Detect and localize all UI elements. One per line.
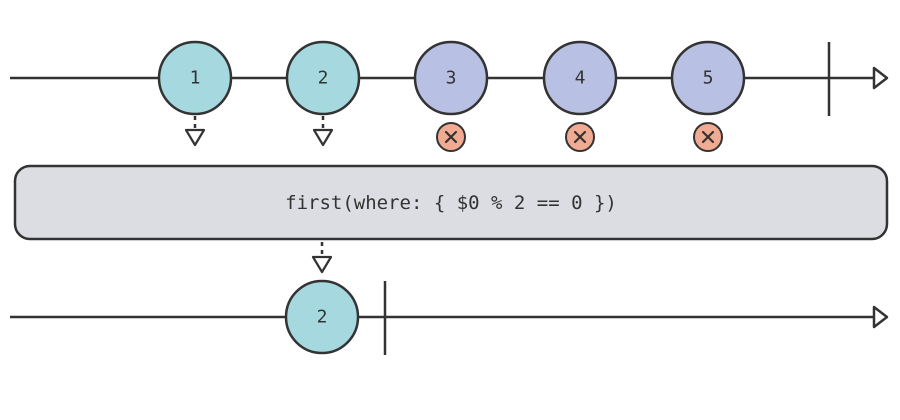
output-arrow-icon <box>311 255 333 274</box>
close-icon-stroke-4-2 <box>573 130 587 144</box>
input-marble-label-1: 1 <box>190 68 201 89</box>
forward-arrow-icon-1 <box>184 128 206 147</box>
forward-arrow-icon-2 <box>312 128 334 147</box>
input-marble-label-2: 2 <box>318 68 329 89</box>
input-marble-4 <box>542 40 618 116</box>
output-marble-circle <box>284 279 360 355</box>
operator-box-rect <box>13 164 889 241</box>
input-marble-1 <box>157 40 233 116</box>
output-timeline-arrowhead <box>872 305 889 329</box>
close-icon-stroke-3-2 <box>444 130 458 144</box>
input-timeline-arrowhead <box>872 66 889 90</box>
input-marble-label-4: 4 <box>575 68 586 89</box>
operator-label: first(where: { $0 % 2 == 0 }) <box>285 192 617 214</box>
output-marble-label: 2 <box>317 307 328 328</box>
output-marble: 2 <box>284 279 360 355</box>
input-marble-5 <box>670 40 746 116</box>
input-marble-label-5: 5 <box>703 68 714 89</box>
input-marbles: 1 2 3 4 5 <box>157 40 746 116</box>
close-icon-stroke-5-2 <box>701 130 715 144</box>
output-timeline: 2 <box>10 279 889 355</box>
input-markers <box>184 116 723 152</box>
input-marble-3 <box>413 40 489 116</box>
output-connector <box>311 242 333 274</box>
input-marble-2 <box>285 40 361 116</box>
operator-box: first(where: { $0 % 2 == 0 }) <box>13 164 889 241</box>
input-timeline: 1 2 3 4 5 <box>10 40 889 116</box>
input-marble-label-3: 3 <box>446 68 457 89</box>
